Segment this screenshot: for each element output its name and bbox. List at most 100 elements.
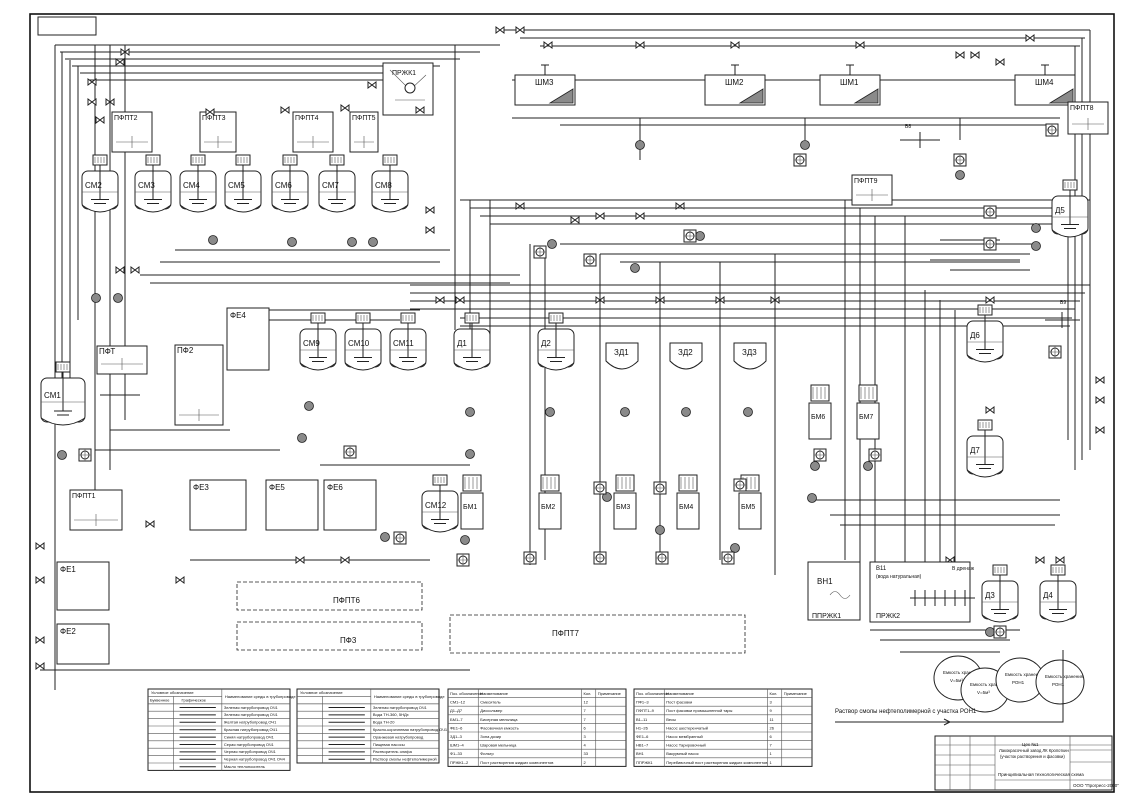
- mill-bm3: БМ3: [613, 474, 637, 530]
- container-fe6: ФЕ6: [323, 479, 377, 531]
- tank-zd1: ЗД1: [605, 342, 639, 370]
- legend-row: Пищевая насосы: [373, 742, 405, 747]
- storage-tank-label: Емкость хранения: [1005, 672, 1044, 677]
- vn1-coil: [829, 591, 851, 599]
- filter-icon: [547, 239, 557, 249]
- platform-label: ПФТ: [99, 347, 115, 356]
- filter-icon: [800, 140, 810, 150]
- valve-icon: [495, 26, 505, 34]
- filter-icon: [695, 231, 705, 241]
- platform-pfpt9: ПФПТ9: [851, 174, 893, 206]
- spec-header: Кол.: [584, 691, 592, 696]
- tb-line3: (участок растворения и фасовки): [1000, 754, 1065, 759]
- bead-mill-shm3: ШМ3: [514, 64, 576, 106]
- pump-icon: [655, 551, 669, 565]
- spec-cell: ПФПТ1–9: [636, 708, 655, 713]
- filter-icon: [57, 450, 67, 460]
- filter-icon: [465, 407, 475, 417]
- valve-icon: [655, 296, 665, 304]
- reactor-label: Д6: [970, 331, 980, 340]
- filter-icon: [602, 492, 612, 502]
- reactor-cm9: СМ9: [299, 312, 337, 371]
- vn1-box: [807, 561, 861, 621]
- spec-cell: Насос мембранный: [666, 734, 702, 739]
- spec-cell: Весы: [666, 717, 676, 722]
- valve-icon: [635, 41, 645, 49]
- spec-cell: Пост фасовки: [666, 700, 692, 705]
- storage-tank-sub: РОН1: [1012, 680, 1025, 685]
- note-arrow: [835, 718, 952, 726]
- prjk2-box: [869, 561, 971, 623]
- platform-pfpt8: ПФПТ8: [1067, 101, 1109, 135]
- legend-header: Условное обозначение: [151, 690, 194, 695]
- platform-label: ПФПТ4: [295, 115, 319, 122]
- legend-row: Раствор смолы нефтеполимерной: [373, 757, 437, 762]
- mill-bm6: БМ6: [808, 384, 832, 440]
- valve-icon: [35, 636, 45, 644]
- platform-label: ПФПТ8: [1070, 105, 1094, 112]
- filter-icon: [113, 293, 123, 303]
- pump-icon: [78, 448, 92, 462]
- v8-label: В8: [905, 124, 911, 130]
- container-label: ФЕ1: [60, 565, 76, 574]
- valve-icon: [730, 41, 740, 49]
- reactor-label: СМ12: [425, 501, 447, 510]
- spec-cell: 33: [584, 751, 589, 756]
- spec-cell: Д1–Д7: [450, 708, 463, 713]
- spec-cell: 26: [770, 725, 775, 730]
- valve-icon: [105, 98, 115, 106]
- pump-icon: [1045, 123, 1059, 137]
- pump-icon: [523, 551, 537, 565]
- prjk2-manifold: [910, 590, 975, 606]
- reactor-cm12: СМ12: [421, 474, 459, 533]
- spec-header: Наименование: [480, 691, 509, 696]
- reactor-d6: Д6: [966, 304, 1004, 363]
- prjk2-label: ПРЖК2: [876, 613, 900, 620]
- spec-cell: Смеситель: [480, 700, 500, 705]
- mill-bm1: БМ1: [460, 474, 484, 530]
- valve-icon: [675, 202, 685, 210]
- pump-icon: [983, 237, 997, 251]
- reactor-label: СМ1: [44, 391, 61, 400]
- valve-icon: [1025, 34, 1035, 42]
- reactor-label: СМ3: [138, 181, 155, 190]
- pfpt6-area: [236, 581, 423, 611]
- filter-icon: [863, 461, 873, 471]
- reactor-d3: Д3: [981, 564, 1019, 623]
- valve-icon: [35, 542, 45, 550]
- stamp-corner: [37, 16, 97, 36]
- spec-cell: Зона дозир: [480, 734, 502, 739]
- reactor-label: Д4: [1043, 591, 1053, 600]
- valve-icon: [985, 406, 995, 414]
- reactor-d5: Д5: [1051, 179, 1089, 238]
- legend-row: Оранжевая натрубопровод: [373, 734, 424, 739]
- drain-label: В дренаж: [952, 566, 975, 572]
- pump-icon: [456, 553, 470, 567]
- filter-icon: [681, 407, 691, 417]
- pump-icon: [393, 531, 407, 545]
- tb-title: Принципиальная технологическая схема: [998, 772, 1084, 777]
- reactor-cm4: СМ4: [179, 154, 217, 213]
- spec-cell: Пост фасовки промышленной тары: [666, 708, 732, 713]
- spec-cell: 6: [584, 725, 587, 730]
- pump-icon: [683, 229, 697, 243]
- spec-cell: 7: [584, 708, 587, 713]
- valve-icon: [455, 296, 465, 304]
- valve-icon: [425, 206, 435, 214]
- pump-icon: [993, 625, 1007, 639]
- platform-pft: ПФТ: [96, 345, 148, 375]
- spec-header: Примечание: [784, 691, 808, 696]
- platform-label: ПФПТ1: [72, 493, 96, 500]
- valve-icon: [295, 556, 305, 564]
- platform-label: ПФПТ3: [202, 115, 226, 122]
- pump-icon: [983, 205, 997, 219]
- tank-label: ЗД1: [614, 348, 629, 357]
- spec-header: Поз. обозначение: [450, 691, 484, 696]
- storage-tank-sub: V=5м³: [977, 690, 990, 695]
- platform-label: ПФПТ9: [854, 178, 878, 185]
